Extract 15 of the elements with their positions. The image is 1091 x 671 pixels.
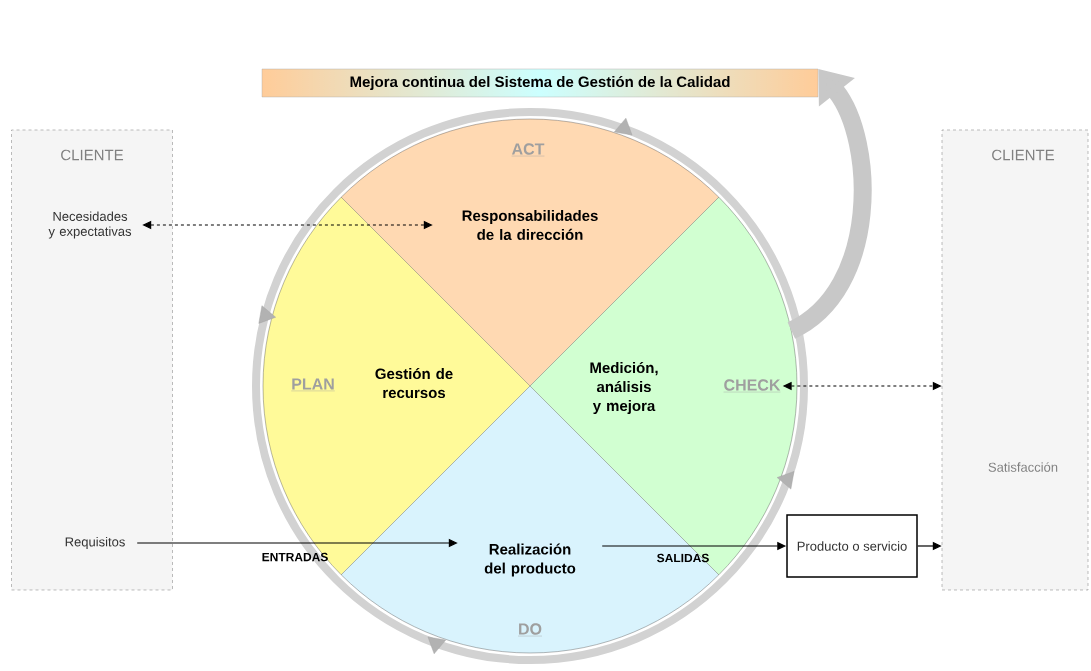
quadrant-text: Medición, análisis y mejora [590, 361, 658, 415]
improvement-banner: Mejora continua del Sistema de Gestión de la Calidad [261, 68, 819, 98]
phase-label: PLAN [291, 378, 335, 392]
quadrant-text: Gestión de recursos [375, 367, 453, 399]
edge-label: SALIDAS [657, 553, 709, 563]
edge-label: ENTRADAS [262, 552, 328, 562]
client-text: Necesidades y expectativas [48, 211, 132, 239]
client-box: CLIENTE Satisfacción [941, 129, 1089, 591]
phase-label: ACT [511, 143, 545, 157]
quadrant-text: Realización del producto [484, 543, 576, 577]
client-text: Requisitos [65, 536, 125, 550]
phase-label: CHECK [723, 379, 781, 393]
phase-label: DO [517, 623, 543, 637]
quadrant-text: Responsabilidades de la dirección [462, 210, 598, 240]
product-box: Producto o servicio [786, 514, 918, 578]
